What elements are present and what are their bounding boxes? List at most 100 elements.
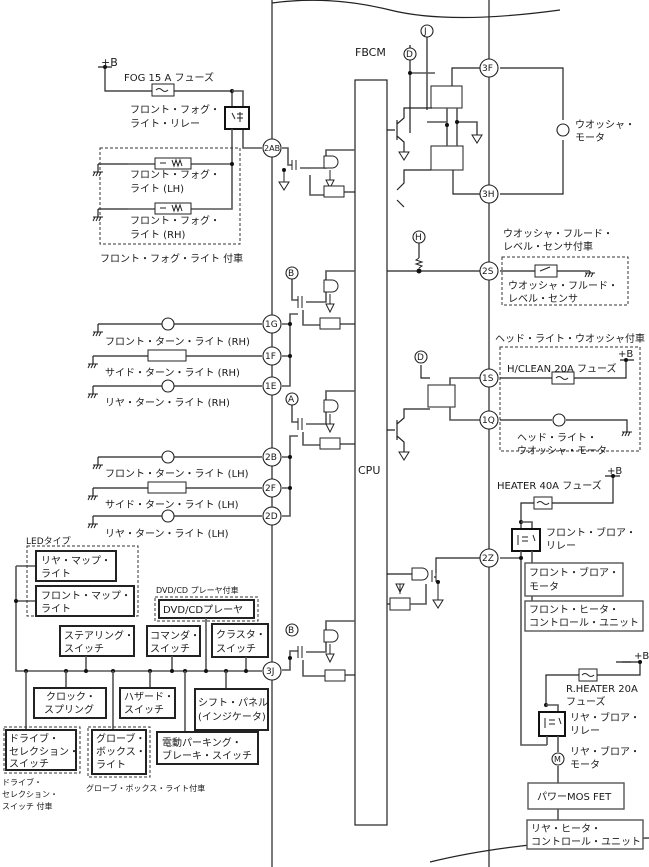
front-map-light-box <box>35 585 135 617</box>
rear-map-light-label-2: ライト <box>41 568 71 580</box>
fluid-option-label: ウオッシャ・フルード・ <box>503 228 613 240</box>
connector-2z: 2Z <box>482 554 494 564</box>
glove-box-light-label: グローブ・ <box>96 732 145 745</box>
side-turn-rh-icon <box>147 349 187 362</box>
commander-switch-box <box>146 625 201 657</box>
rear-turn-rh-bulb-icon <box>161 379 175 393</box>
plus-b-label-heater: +B <box>607 466 622 477</box>
heater-fuse-label: HEATER 40A フューズ <box>497 479 602 492</box>
front-turn-lh-label: フロント・ターン・ライト (LH) <box>105 468 249 480</box>
fbcm-label: FBCM <box>355 46 386 59</box>
front-blower-relay-label-2: リレー <box>546 541 576 552</box>
fog-lh-label: フロント・フォグ・ <box>130 168 220 181</box>
side-turn-lh-label: サイド・ターン・ライト (LH) <box>105 499 239 511</box>
ref-j: J <box>423 27 427 37</box>
rear-heater-control-label-2: コントロール・ユニット <box>531 837 641 848</box>
hl-washer-relay-icon <box>427 384 456 408</box>
shift-panel-label-2: (インジケータ) <box>198 711 266 723</box>
driver-group-3j <box>282 620 355 682</box>
plus-b-label-rear: +B <box>634 651 649 662</box>
fluid-sensor-label-2: レベル・センサ <box>508 293 578 305</box>
connector-3h: 3H <box>482 190 495 200</box>
front-heater-control-box <box>524 600 644 632</box>
ref-a: A <box>288 395 295 405</box>
washer-motor-label: ウオッシャ・ <box>575 119 635 131</box>
connectors: 2AB 1G 1F 1E 2B 2F 2D 3J 3F 3H 2S 1S 1Q … <box>262 58 499 681</box>
dvd-option-label: DVD/CD プレーヤ付車 <box>156 585 239 595</box>
epb-switch-label: 電動パーキング・ <box>162 736 242 749</box>
fog-option-box <box>99 147 241 245</box>
drive-option-label: ドライブ・ <box>2 777 42 787</box>
hl-washer-motor-label-2: ウオッシャ・モータ <box>517 445 607 457</box>
cluster-switch-label-2: スイッチ <box>216 643 256 655</box>
front-heater-control-label: フロント・ヒータ・ <box>529 604 619 616</box>
glove-box-light-box <box>91 729 147 775</box>
driver-group-2 <box>291 390 355 450</box>
steering-switch-label-2: スイッチ <box>64 643 104 655</box>
side-turn-lh-icon <box>147 481 187 494</box>
commander-switch-label-2: スイッチ <box>150 643 190 655</box>
cluster-switch-box <box>211 623 269 658</box>
drive-option-label-3: スイッチ 付車 <box>2 801 53 811</box>
fog-fuse-label: FOG 15 A フューズ <box>124 71 214 84</box>
drive-option-label-2: セレクション・ <box>2 790 58 799</box>
front-map-light-label: フロント・マップ・ <box>41 590 131 602</box>
rear-blower-motor-label-2: モータ <box>570 759 600 771</box>
power-mosfet-box <box>527 782 625 810</box>
rear-blower-relay-label: リヤ・ブロア・ <box>570 711 640 724</box>
fluid-option-label-2: レベル・センサ付車 <box>503 240 593 253</box>
connector-3j: 3J <box>266 667 274 677</box>
connector-2b: 2B <box>265 453 277 463</box>
drive-selection-label-3: スイッチ <box>9 758 49 770</box>
fluid-sensor-section <box>500 256 629 306</box>
steering-switch-box <box>59 625 135 657</box>
hl-washer-section <box>499 346 641 452</box>
side-turn-rh-label: サイド・ターン・ライト (RH) <box>105 367 240 379</box>
rear-blower-relay-label-2: リレー <box>570 726 600 737</box>
ref-d-mid: D <box>417 353 424 363</box>
hazard-switch-box <box>119 687 176 719</box>
drive-selection-switch-box <box>5 729 77 771</box>
fog-fuse-icon <box>151 83 175 97</box>
clock-spring-label-2: スプリング <box>44 703 94 716</box>
washer-motor-icon <box>556 123 570 137</box>
motor-symbol: M <box>554 755 561 764</box>
fog-rh-label-2: ライト (RH) <box>130 229 186 241</box>
driver-group-2z <box>387 557 480 611</box>
rear-heater-fuse-label: R.HEATER 20A <box>566 684 638 695</box>
drive-selection-label-2: セレクション・ <box>9 746 79 758</box>
front-turn-rh-bulb-icon <box>161 317 175 331</box>
shift-panel-label: シフト・パネル <box>198 697 268 709</box>
front-blower-motor-label-2: モータ <box>529 581 559 593</box>
hl-washer-motor-icon <box>552 413 566 427</box>
fog-section <box>92 65 262 245</box>
front-turn-lh-bulb-icon <box>161 450 175 464</box>
driver-group-1 <box>291 270 355 330</box>
connector-2ab: 2AB <box>264 144 280 153</box>
fog-option-label: フロント・フォグ・ライト 付車 <box>100 252 243 265</box>
drive-selection-label: ドライブ・ <box>9 732 59 745</box>
rear-heater-fuse-label-2: フューズ <box>566 695 606 708</box>
dvd-player-label: DVD/CDプレーヤ <box>163 604 243 616</box>
front-blower-motor-label: フロント・ブロア・ <box>529 566 619 579</box>
steering-switch-label: ステアリング・ <box>64 629 134 642</box>
washer-relay-1-icon <box>430 85 463 109</box>
rear-blower-motor-icon <box>551 752 565 766</box>
rear-turn-lh-bulb-icon <box>161 509 175 523</box>
clock-spring-label: クロック・ <box>46 691 96 703</box>
connector-1f: 1F <box>265 352 276 362</box>
cpu-label: CPU <box>358 464 380 477</box>
led-type-label: LEDタイプ <box>26 536 71 547</box>
shift-panel-box <box>194 688 269 731</box>
front-map-light-label-2: ライト <box>41 603 71 615</box>
rear-map-light-label: リヤ・マップ・ <box>41 555 111 567</box>
rear-blower-motor-label: リヤ・ブロア・ <box>570 745 640 758</box>
connector-3f: 3F <box>482 64 493 74</box>
connector-2d: 2D <box>265 512 278 522</box>
commander-switch-label: コマンダ・ <box>150 629 200 642</box>
washer-relay-2-icon <box>430 145 464 171</box>
reference-marks: D J H B A D B <box>285 24 434 637</box>
cpu-block <box>354 79 388 826</box>
front-heater-control-label-2: コントロール・ユニット <box>529 618 639 629</box>
